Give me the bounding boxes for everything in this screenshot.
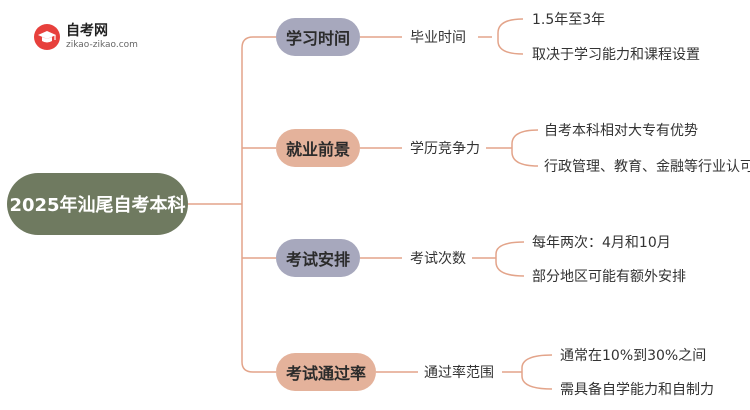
root-node: 2025年汕尾自考本科 bbox=[7, 173, 188, 235]
leaf-node: 每年两次：4月和10月 bbox=[532, 235, 671, 251]
logo: 自考网 zikao-zikao.com bbox=[34, 20, 138, 54]
branch-node-pass-rate: 考试通过率 bbox=[276, 353, 376, 391]
connector-branch-1 bbox=[241, 36, 276, 49]
leaf-node: 通常在10%到30%之间 bbox=[560, 348, 707, 364]
branch-node-exam-schedule: 考试安排 bbox=[276, 239, 360, 277]
sub-node-competitiveness: 学历竞争力 bbox=[410, 141, 480, 157]
connector-sub-2-leaves bbox=[511, 129, 539, 167]
graduation-cap-icon bbox=[34, 24, 60, 50]
connector-sub-3-leaves bbox=[495, 241, 525, 277]
logo-subtitle: zikao-zikao.com bbox=[66, 40, 138, 50]
leaf-node: 自考本科相对大专有优势 bbox=[544, 123, 698, 139]
leaf-node: 1.5年至3年 bbox=[532, 12, 606, 28]
connector-sub-4-leaves bbox=[521, 354, 553, 390]
leaf-node: 部分地区可能有额外安排 bbox=[532, 269, 686, 285]
leaf-node: 需具备自学能力和自制力 bbox=[560, 382, 714, 398]
branch-node-career: 就业前景 bbox=[276, 129, 360, 167]
logo-title: 自考网 bbox=[66, 23, 108, 39]
leaf-node: 取决于学习能力和课程设置 bbox=[532, 47, 700, 63]
sub-node-graduation-time: 毕业时间 bbox=[410, 30, 466, 46]
sub-node-exam-count: 考试次数 bbox=[410, 251, 466, 267]
sub-node-pass-range: 通过率范围 bbox=[424, 365, 494, 381]
connector-sub-1-leaves bbox=[497, 18, 524, 55]
connector-branch-4 bbox=[241, 361, 276, 373]
leaf-node: 行政管理、教育、金融等行业认可 bbox=[544, 159, 750, 175]
branch-node-study-time: 学习时间 bbox=[276, 18, 360, 56]
